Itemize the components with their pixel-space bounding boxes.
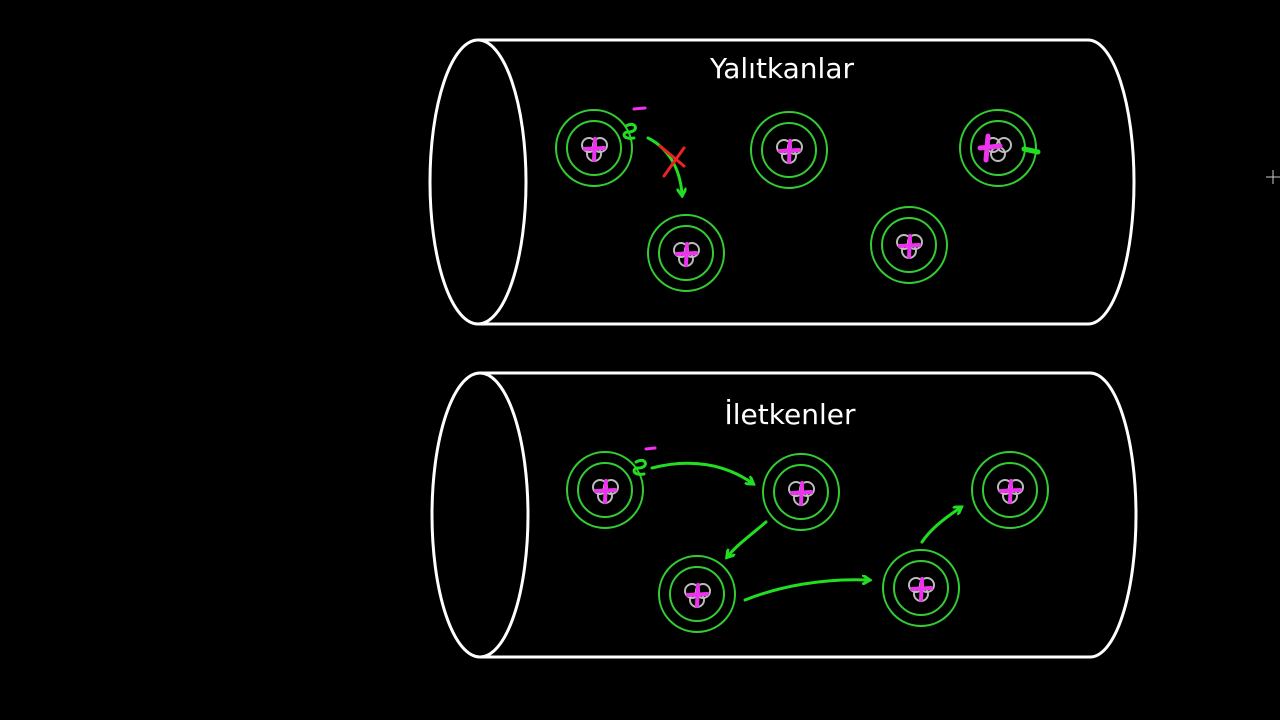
tube-right-end <box>1087 38 1136 326</box>
insulator-tube <box>428 38 1136 326</box>
proton-plus <box>778 139 801 164</box>
electron-flow-arrows <box>650 461 960 602</box>
electron-symbol <box>632 446 657 476</box>
flow-arrow <box>650 461 752 483</box>
atom <box>882 549 960 627</box>
conductor-tube <box>430 371 1138 659</box>
negative-sign <box>632 106 647 111</box>
tube-right-end <box>1089 371 1138 659</box>
crosshair-cursor-icon <box>1266 170 1280 184</box>
proton-plus <box>790 481 813 506</box>
atom <box>762 453 840 531</box>
bound-electron <box>1021 146 1041 155</box>
proton-plus <box>910 577 933 602</box>
atom <box>566 451 644 529</box>
proton-plus <box>583 137 606 162</box>
proton-plus <box>898 234 921 259</box>
atom <box>750 111 828 189</box>
electron-symbol: e <box>622 106 647 140</box>
flow-arrow <box>920 508 960 544</box>
proton-plus <box>999 479 1022 504</box>
proton-plus <box>594 479 617 504</box>
proton-plus <box>675 242 698 267</box>
proton-plus <box>977 133 1003 163</box>
flow-arrow <box>728 520 768 556</box>
tube-left-end <box>430 371 530 659</box>
flow-arrow <box>743 580 868 602</box>
atom <box>959 109 1041 187</box>
atom <box>647 214 725 292</box>
tube-left-end <box>428 38 528 326</box>
blocked-cross <box>658 144 686 178</box>
conductors-title: İletkenler <box>724 398 856 431</box>
negative-sign <box>644 446 657 451</box>
blocked-arrow <box>646 136 682 194</box>
atom <box>870 206 948 284</box>
atom <box>971 451 1049 529</box>
atom <box>555 109 633 187</box>
proton-plus <box>686 583 709 608</box>
atom <box>658 555 736 633</box>
insulators-title: Yalıtkanlar <box>709 52 855 85</box>
